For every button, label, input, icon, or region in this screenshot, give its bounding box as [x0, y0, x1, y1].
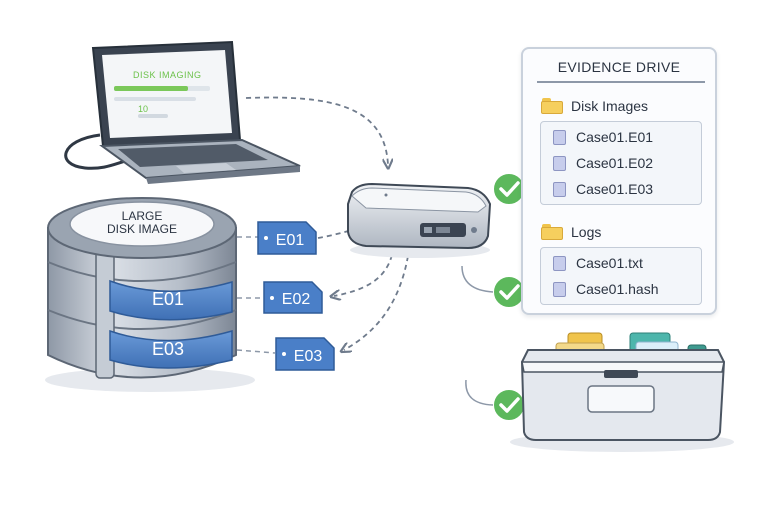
- logs-file-list: Case01.txt Case01.hash: [540, 247, 702, 305]
- file-case01-txt[interactable]: Case01.txt: [553, 252, 643, 274]
- file-label: Case01.E01: [576, 129, 654, 145]
- file-case01-e03[interactable]: Case01.E03: [553, 178, 653, 200]
- arrow-blocker-to-e02: [334, 254, 393, 296]
- segment-tag-e03: E03: [275, 337, 335, 371]
- segment-tag-e02-label: E02: [282, 291, 311, 308]
- file-case01-hash[interactable]: Case01.hash: [553, 278, 659, 300]
- laptop-screen-number: 10: [138, 104, 148, 114]
- arrow-laptop-to-blocker: [245, 96, 388, 165]
- evidence-box-icon: [510, 332, 734, 452]
- segment-tag-e02: E02: [263, 281, 323, 314]
- file-icon: [553, 155, 566, 171]
- disk-images-file-list: Case01.E01 Case01.E02 Case01.E03: [540, 121, 702, 205]
- evidence-drive-panel: EVIDENCE DRIVE Disk Images Case01.E01 Ca…: [521, 47, 717, 315]
- evidence-drive-title: EVIDENCE DRIVE: [557, 59, 681, 75]
- file-label: Case01.hash: [576, 281, 659, 297]
- folder-disk-images[interactable]: Disk Images: [541, 95, 648, 117]
- folder-icon: [541, 224, 563, 240]
- file-icon: [553, 255, 566, 271]
- file-label: Case01.txt: [576, 255, 643, 271]
- disk-stack-icon: E01 E03 LARGE DISK IMAGE: [45, 197, 255, 392]
- folder-icon: [541, 98, 563, 114]
- laptop-progress-bar: [114, 86, 188, 91]
- file-label: Case01.E02: [576, 155, 654, 171]
- segment-e03-band: [109, 329, 233, 369]
- folder-logs-label: Logs: [571, 224, 602, 240]
- file-icon: [553, 181, 566, 197]
- storage-label-line1: LARGE: [122, 209, 163, 223]
- link-e01-to-blocker: [317, 229, 353, 239]
- arrow-blocker-to-e03: [344, 255, 409, 350]
- laptop-screen-title: DISK IMAGING: [133, 70, 202, 80]
- segment-tag-e01: E01: [257, 221, 317, 255]
- segment-e01-band: [109, 279, 233, 321]
- evidence-drive-divider: [537, 81, 705, 83]
- write-blocker-icon: [347, 182, 492, 258]
- check-connectors: [461, 265, 494, 406]
- folder-logs[interactable]: Logs: [541, 221, 601, 243]
- segment-e03-label: E03: [152, 339, 184, 359]
- file-icon: [553, 129, 566, 145]
- segment-tag-e01-label: E01: [276, 232, 305, 249]
- flow-arrows: [245, 96, 409, 350]
- segment-e01-label: E01: [152, 289, 184, 309]
- file-icon: [553, 281, 566, 297]
- file-label: Case01.E03: [576, 181, 654, 197]
- segment-tag-e03-label: E03: [294, 348, 323, 365]
- laptop-icon: DISK IMAGING 10: [64, 40, 301, 184]
- check-icon-box: [492, 388, 526, 422]
- storage-label-line2: DISK IMAGE: [107, 222, 177, 236]
- file-case01-e01[interactable]: Case01.E01: [553, 126, 653, 148]
- segment-connectors: [236, 236, 276, 354]
- file-case01-e02[interactable]: Case01.E02: [553, 152, 653, 174]
- folder-disk-images-label: Disk Images: [571, 98, 649, 114]
